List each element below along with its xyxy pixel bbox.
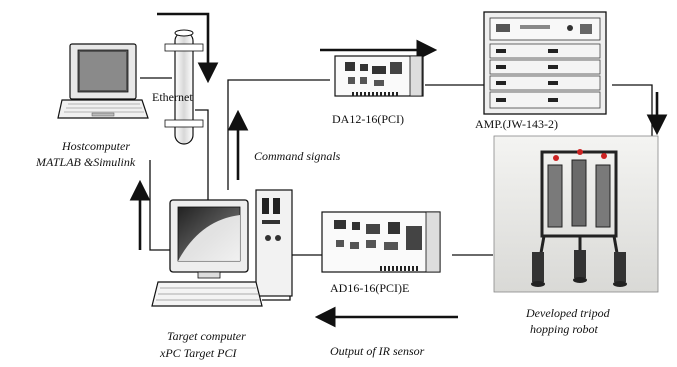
amp-label: AMP.(JW-143-2) <box>475 117 558 131</box>
signal-arrows <box>129 12 668 328</box>
da-card-icon <box>334 55 424 97</box>
host-label-line1: Hostcomputer <box>61 139 130 153</box>
ethernet-label: Ethernet <box>152 90 193 104</box>
desktop-pc-icon <box>151 189 293 307</box>
target-label-line2: xPC Target PCI <box>159 346 237 360</box>
ethernet-cable-icon <box>164 29 204 145</box>
laptop-icon <box>57 43 149 119</box>
command-signals-label: Command signals <box>254 149 341 163</box>
ir-sensor-label: Output of IR sensor <box>330 344 425 358</box>
host-label-line2: MATLAB &Simulink <box>35 155 136 169</box>
robot-photo <box>493 135 659 293</box>
amplifier-rack-icon <box>483 11 607 115</box>
ad-card-label: AD16-16(PCI)E <box>330 281 409 295</box>
ad-card-icon <box>321 211 441 273</box>
robot-label-line1: Developed tripod <box>525 306 611 320</box>
robot-label-line2: hopping robot <box>530 322 599 336</box>
da-card-label: DA12-16(PCI) <box>332 112 404 126</box>
ethernet-in-arrow <box>157 12 219 84</box>
target-label-line1: Target computer <box>167 329 246 343</box>
